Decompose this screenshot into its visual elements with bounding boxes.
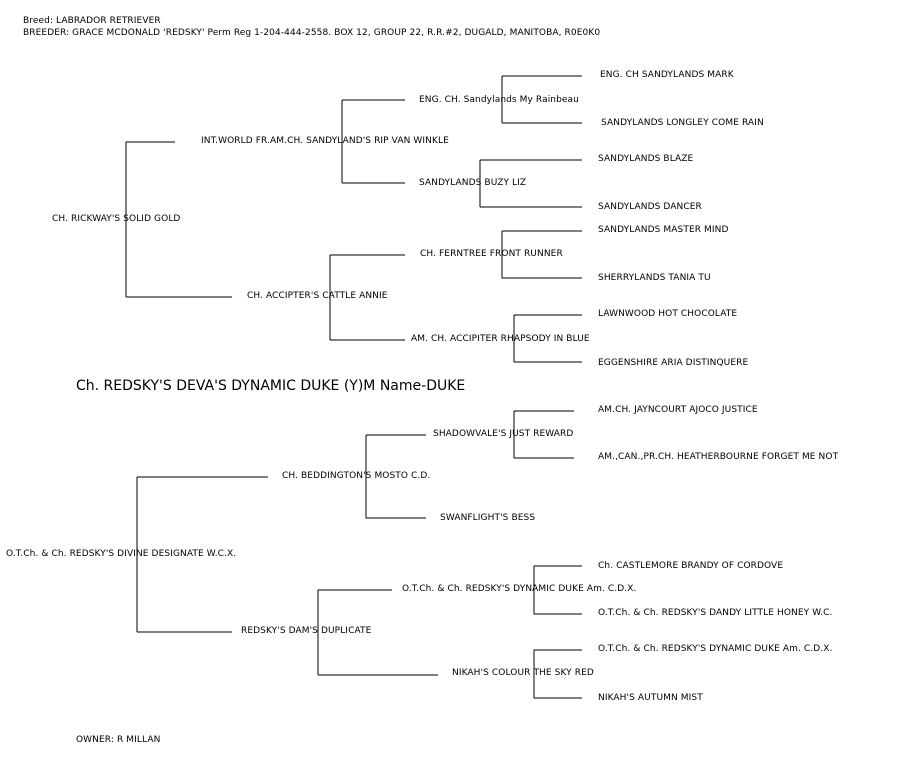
dam-name: O.T.Ch. & Ch. REDSKY'S DIVINE DESIGNATE … (6, 549, 237, 559)
sire-sire-sire-name: ENG. CH. Sandylands My Rainbeau (419, 95, 579, 105)
dam-sire-sire-name: SHADOWVALE'S JUST REWARD (433, 429, 574, 439)
dam-dam-dam-dam-name: NIKAH'S AUTUMN MIST (598, 693, 703, 703)
sire-dam-name: CH. ACCIPTER'S CATTLE ANNIE (247, 291, 388, 301)
sire-sire-dam-sire-name: SANDYLANDS BLAZE (598, 154, 694, 164)
dam-sire-sire-sire-name: AM.CH. JAYNCOURT AJOCO JUSTICE (598, 405, 758, 415)
sire-dam-dam-dam-name: EGGENSHIRE ARIA DISTINQUERE (598, 358, 749, 368)
sire-dam-sire-sire-name: SANDYLANDS MASTER MIND (598, 225, 729, 235)
dam-dam-dam-name: NIKAH'S COLOUR THE SKY RED (452, 668, 594, 678)
sire-dam-dam-sire-name: LAWNWOOD HOT CHOCOLATE (598, 309, 738, 319)
sire-sire-dam-dam-name: SANDYLANDS DANCER (598, 202, 702, 212)
breed-line: Breed: LABRADOR RETRIEVER (23, 16, 161, 26)
dam-dam-sire-dam-name: O.T.Ch. & Ch. REDSKY'S DANDY LITTLE HONE… (598, 608, 833, 618)
sire-name: CH. RICKWAY'S SOLID GOLD (52, 214, 181, 224)
owner-line: OWNER: R MILLAN (76, 735, 161, 745)
breeder-line: BREEDER: GRACE MCDONALD 'REDSKY' Perm Re… (23, 28, 601, 38)
sire-sire-name: INT.WORLD FR.AM.CH. SANDYLAND'S RIP VAN … (201, 136, 449, 146)
dam-dam-sire-sire-name: Ch. CASTLEMORE BRANDY OF CORDOVE (598, 561, 784, 571)
sire-dam-sire-name: CH. FERNTREE FRONT RUNNER (420, 249, 563, 259)
dam-dam-name: REDSKY'S DAM'S DUPLICATE (241, 626, 372, 636)
dam-sire-dam-name: SWANFLIGHT'S BESS (440, 513, 536, 523)
dam-dam-sire-name: O.T.Ch. & Ch. REDSKY'S DYNAMIC DUKE Am. … (402, 584, 637, 594)
dam-sire-name: CH. BEDDINGTON'S MOSTO C.D. (282, 471, 431, 481)
sire-sire-sire-sire-name: ENG. CH SANDYLANDS MARK (600, 70, 734, 80)
dam-dam-dam-sire-name: O.T.Ch. & Ch. REDSKY'S DYNAMIC DUKE Am. … (598, 644, 833, 654)
sire-dam-sire-dam-name: SHERRYLANDS TANIA TU (598, 273, 711, 283)
sire-sire-sire-dam-name: SANDYLANDS LONGLEY COME RAIN (601, 118, 764, 128)
subject-dog-name: Ch. REDSKY'S DEVA'S DYNAMIC DUKE (Y)M Na… (76, 378, 466, 394)
sire-sire-dam-name: SANDYLANDS BUZY LIZ (419, 178, 527, 188)
dam-sire-sire-dam-name: AM.,CAN.,PR.CH. HEATHERBOURNE FORGET ME … (598, 452, 839, 462)
sire-dam-dam-name: AM. CH. ACCIPITER RHAPSODY IN BLUE (411, 334, 590, 344)
